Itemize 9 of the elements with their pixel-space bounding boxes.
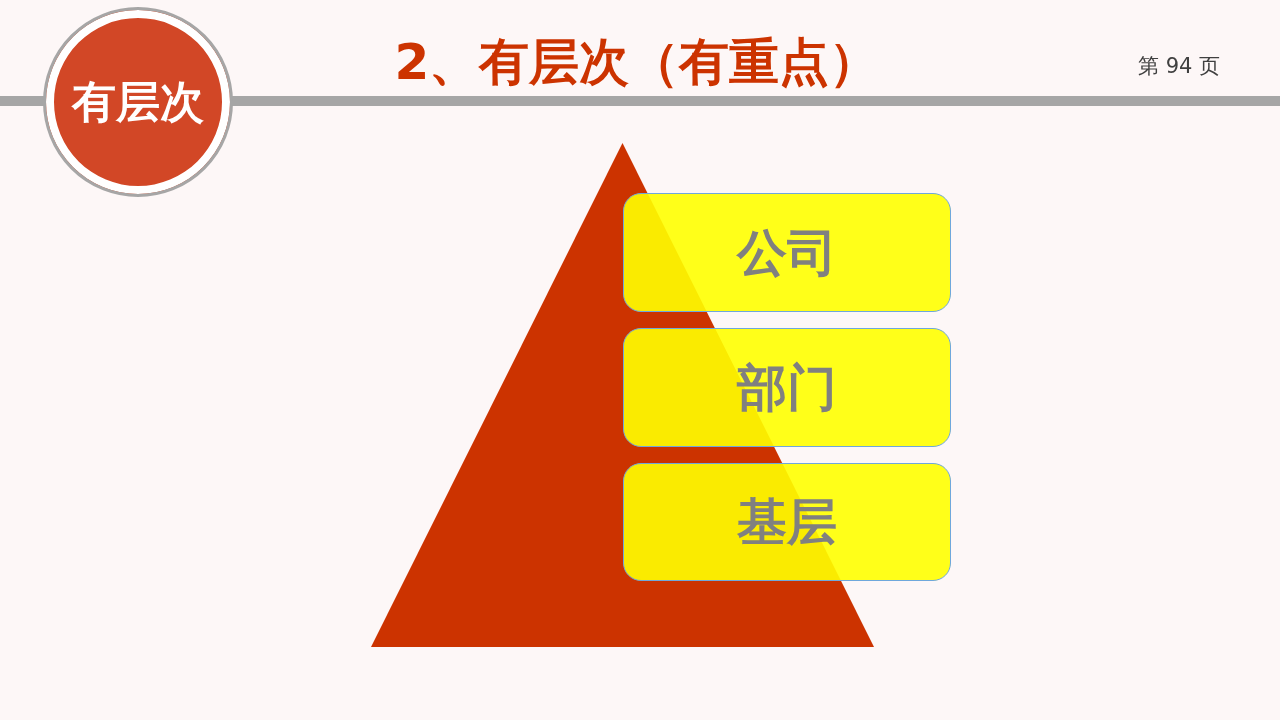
badge-label: 有层次 xyxy=(72,75,204,129)
level-box xyxy=(623,328,951,447)
slide-title: 2、有层次（有重点） xyxy=(393,32,881,93)
level-label: 基层 xyxy=(737,492,837,552)
level-label: 部门 xyxy=(737,357,837,418)
level-label: 公司 xyxy=(737,222,837,283)
level-box xyxy=(623,463,951,581)
level-box xyxy=(623,193,951,312)
page-number: 第 94 页 xyxy=(1138,53,1221,80)
